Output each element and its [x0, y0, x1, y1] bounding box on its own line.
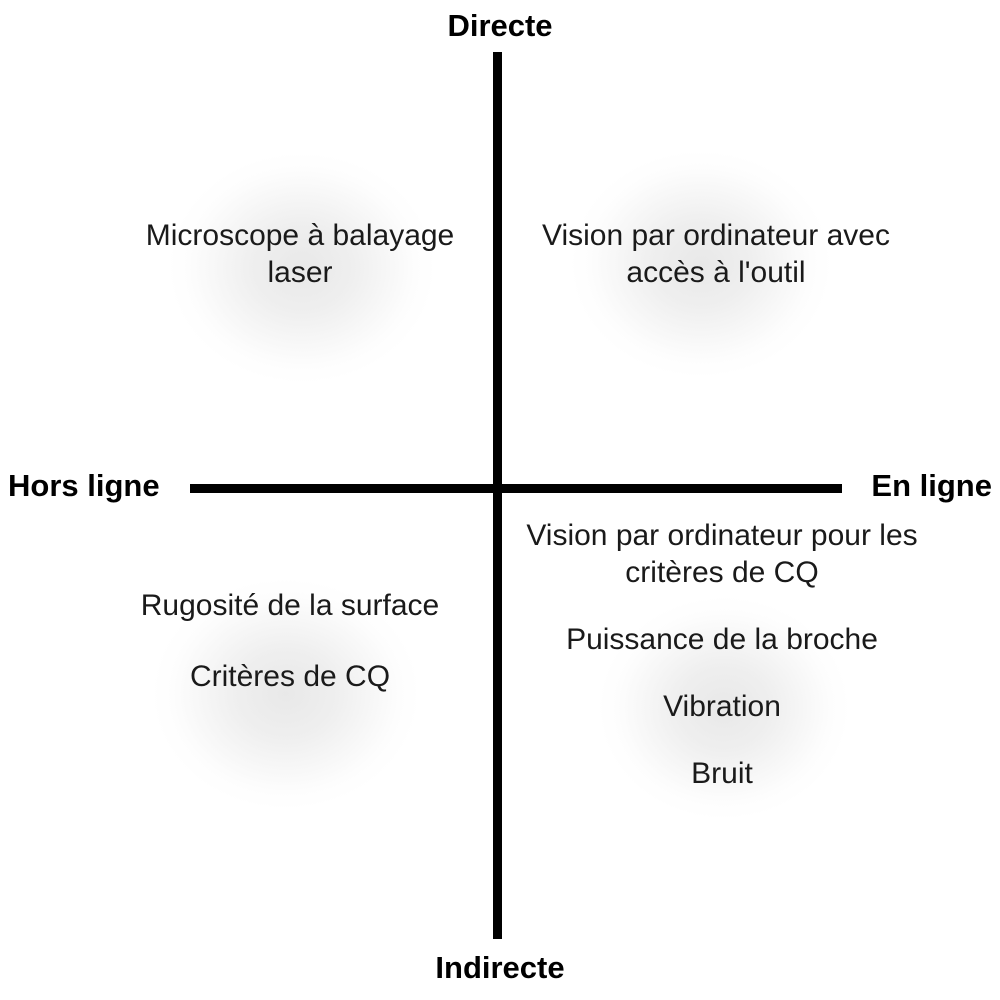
quadrant-item: Vision par ordinateur avec accès à l'out… [542, 219, 890, 289]
quadrant-top-left: Microscope à balayage laser [120, 218, 480, 292]
quadrant-item: Vision par ordinateur pour les critères … [526, 519, 918, 589]
quadrant-item: Critères de CQ [189, 659, 391, 693]
quadrant-item: Vibration [663, 689, 781, 723]
horizontal-axis-line [190, 484, 842, 493]
quadrant-top-right: Vision par ordinateur avec accès à l'out… [516, 218, 916, 292]
quadrant-bottom-left: Rugosité de la surface Critères de CQ [110, 588, 470, 696]
axis-label-en-ligne: En ligne [871, 468, 992, 503]
quadrant-item: Rugosité de la surface [140, 589, 440, 622]
quadrant-bottom-right: Vision par ordinateur pour les critères … [512, 518, 932, 792]
axis-label-hors-ligne: Hors ligne [8, 468, 160, 503]
quadrant-item: Bruit [691, 756, 753, 790]
quadrant-item: Microscope à balayage laser [145, 219, 455, 289]
axis-label-directe: Directe [447, 8, 553, 43]
vertical-axis-line [493, 52, 502, 939]
quadrant-item: Puissance de la broche [566, 622, 878, 656]
axis-label-indirecte: Indirecte [435, 950, 565, 985]
